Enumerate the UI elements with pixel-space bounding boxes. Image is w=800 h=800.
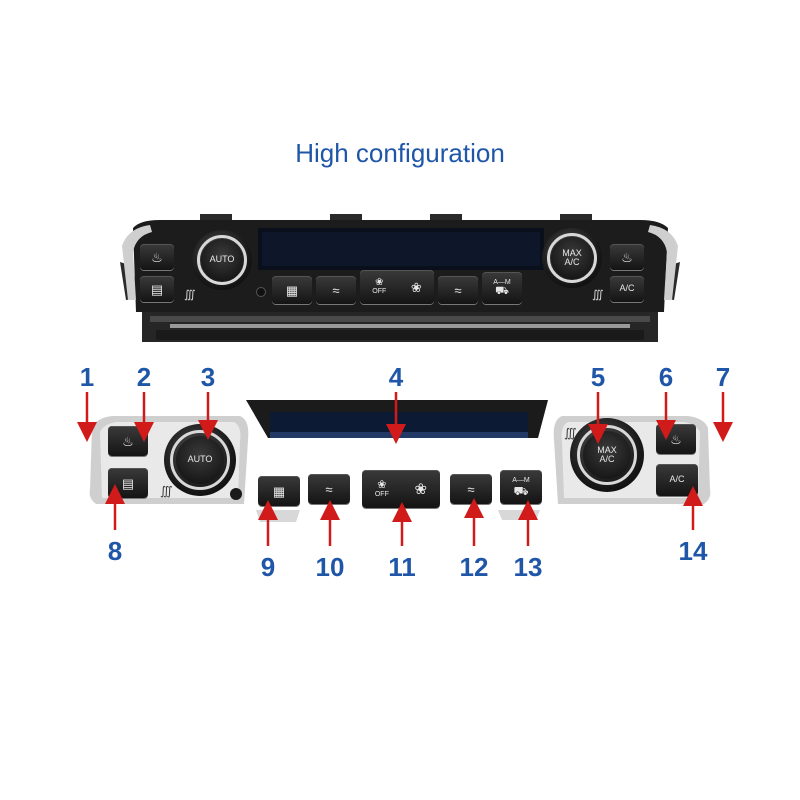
fan-icon: ❀ <box>414 480 428 498</box>
assembled-left-knob-ring <box>197 235 247 285</box>
exploded-front-defrost-button[interactable]: ≈ <box>308 474 350 504</box>
auto-recirc-icon: ⛟ <box>513 483 529 498</box>
callout-number-10: 10 <box>315 552 345 582</box>
exploded-auto-recirc-button[interactable]: A—M ⛟ <box>500 470 542 504</box>
exploded-off-label: OFF <box>374 490 389 498</box>
exploded-right-heat-glyph: ∭ <box>564 426 577 440</box>
assembled-seat-heat-left-button[interactable]: ♨ <box>140 244 174 270</box>
callout-number-1: 1 <box>79 362 95 392</box>
callout-number-2: 2 <box>136 362 152 392</box>
callout-number-11: 11 <box>388 552 416 582</box>
seat-heat-icon: ♨ <box>670 431 682 447</box>
assembled-seat-heat-right-button[interactable]: ♨ <box>610 244 644 270</box>
seat-heat-icon: ♨ <box>151 249 163 265</box>
exploded-panel: ♨ ▤ ∭ AUTO ▦ ≈ ❀ OFF ❀ ≈ A—M ⛟ MAX A/C ∭… <box>0 380 800 540</box>
exploded-left-knob-pin <box>230 488 242 500</box>
rear-defrost-icon: ▦ <box>272 483 286 499</box>
exploded-left-heat-glyph: ∭ <box>160 484 173 498</box>
seat-heat-icon: ♨ <box>122 433 134 449</box>
assembled-front-defrost-button[interactable]: ≈ <box>316 276 356 304</box>
callout-number-9: 9 <box>260 552 276 582</box>
callout-number-14: 14 <box>678 536 708 566</box>
exploded-am-label: A—M <box>512 477 530 485</box>
callout-number-3: 3 <box>200 362 216 392</box>
assembled-airflow-button[interactable]: ≈ <box>438 276 478 304</box>
callout-number-13: 13 <box>513 552 543 582</box>
assembled-fan-button[interactable]: ❀ OFF ❀ <box>360 270 434 304</box>
fan-off-icon: ❀ <box>375 277 384 289</box>
callout-number-8: 8 <box>107 536 123 566</box>
fan-off-icon: ❀ <box>377 478 387 491</box>
assembled-am-label: A—M <box>493 278 511 286</box>
exploded-left-knob-label: AUTO <box>176 436 224 484</box>
front-defrost-icon: ≈ <box>325 481 333 497</box>
assembled-right-knob-ring <box>547 233 597 283</box>
airflow-icon: ≈ <box>467 481 475 497</box>
rear-defrost-icon: ▤ <box>150 281 164 297</box>
assembled-panel-body <box>120 214 680 342</box>
callout-number-7: 7 <box>715 362 731 392</box>
assembled-left-knob-label: AUTO <box>201 239 243 281</box>
exploded-ac-label: A/C <box>669 474 685 485</box>
page-title: High configuration <box>295 138 505 168</box>
assembled-ac-label: A/C <box>619 283 635 294</box>
front-defrost-icon: ≈ <box>332 282 340 298</box>
assembled-rear-defrost-button[interactable]: ▤ <box>140 276 174 302</box>
assembled-left-knob-pin <box>256 287 266 297</box>
assembled-right-heat-glyph: ∭ <box>592 289 604 301</box>
assembled-ac-button[interactable]: A/C <box>610 276 644 302</box>
rear-defrost-icon: ▦ <box>285 282 299 298</box>
fan-icon: ❀ <box>410 279 422 295</box>
callout-number-5: 5 <box>590 362 606 392</box>
callout-number-12: 12 <box>459 552 489 582</box>
callout-number-6: 6 <box>658 362 674 392</box>
auto-recirc-icon: ⛟ <box>495 285 509 298</box>
assembled-rear-window-button[interactable]: ▦ <box>272 276 312 304</box>
assembled-panel: ♨ ▤ ∭ AUTO ▦ ≈ ❀ OFF ❀ ≈ A—M ⛟ MAX A/C ♨… <box>0 0 800 360</box>
seat-heat-icon: ♨ <box>621 249 633 265</box>
assembled-off-label: OFF <box>372 288 387 296</box>
airflow-icon: ≈ <box>454 282 462 298</box>
assembled-left-heat-glyph: ∭ <box>184 289 196 301</box>
callout-number-4: 4 <box>388 362 404 392</box>
exploded-fan-button[interactable]: ❀ OFF ❀ <box>362 470 440 508</box>
assembled-auto-recirc-button[interactable]: A—M ⛟ <box>482 272 522 304</box>
assembled-right-knob-label: MAX A/C <box>551 237 593 279</box>
